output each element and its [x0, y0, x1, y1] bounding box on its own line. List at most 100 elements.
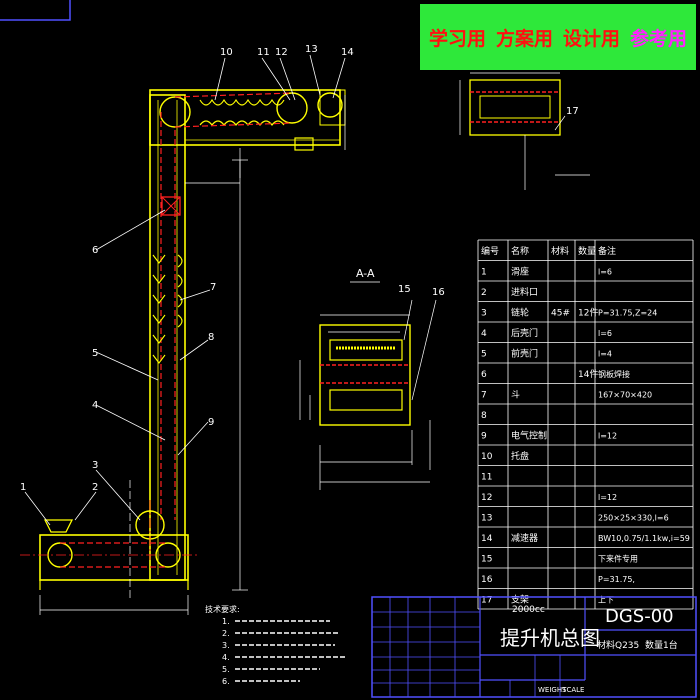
boot-housing — [39, 534, 189, 581]
section-casing — [319, 324, 411, 426]
watermark-item: 学习用 — [428, 27, 486, 50]
callout-15: 15 — [398, 284, 411, 295]
detail-leader — [554, 115, 566, 131]
table-cell: 7 — [481, 391, 487, 401]
leader — [74, 491, 97, 521]
table-cell: 13 — [481, 514, 492, 524]
watermark-item: 设计用 — [563, 27, 621, 50]
material-label: 材料Q235 — [597, 639, 639, 651]
table-cell: 167×70×420 — [598, 391, 652, 400]
detail-dimensions — [459, 72, 590, 190]
section-view: A-A — [299, 267, 437, 490]
tensioner-cross — [161, 196, 181, 216]
table-header-cell: 编号 — [481, 245, 499, 257]
table-cell: BW10,0.75/1.1kw,i=59 — [598, 534, 690, 543]
feed-hopper — [43, 519, 74, 533]
table-header-cell: 材料 — [551, 245, 569, 257]
table-cell: 电气控制 — [511, 430, 547, 442]
top-return-buckets — [199, 120, 285, 126]
center-lines — [20, 500, 200, 560]
table-cell: l=6 — [598, 329, 612, 338]
table-cell: 15 — [481, 555, 492, 565]
detail-view — [459, 72, 590, 190]
table-cell: P=31.75,Z=24 — [598, 309, 657, 318]
table-cell: 进料口 — [511, 286, 538, 298]
callout-5: 5 — [92, 348, 98, 359]
technical-notes: 技术要求: 1. 2. 3. 4. 5. 6. — [205, 604, 345, 686]
callout-3: 3 — [92, 460, 98, 471]
section-bucket-upper — [329, 339, 403, 361]
table-cell: l=12 — [598, 493, 617, 502]
table-cell: l=4 — [598, 350, 612, 359]
top-housing — [149, 89, 341, 146]
section-title: A-A — [356, 267, 375, 280]
sheet-corner — [0, 0, 71, 21]
vertical-return-buckets — [177, 254, 183, 328]
watermark-banner: 学习用 方案用 设计用 参考用 — [420, 4, 696, 70]
note-line: 3. — [222, 641, 230, 650]
watermark-item: 参考用 — [630, 27, 688, 50]
drive-motor — [317, 92, 343, 118]
table-cell: 斗 — [511, 390, 520, 401]
callout-8: 8 — [208, 332, 214, 343]
table-cell: 前壳门 — [511, 348, 538, 360]
table-cell: P=31.75, — [598, 575, 635, 584]
callout-1: 1 — [20, 482, 26, 493]
table-cell: 250×25×330,l=6 — [598, 514, 669, 523]
note-scribbles — [235, 620, 345, 682]
table-header-cell: 名称 — [511, 245, 529, 257]
table-cell: 8 — [481, 411, 487, 421]
leader — [95, 209, 166, 251]
table-cell: 14 — [481, 534, 493, 544]
leader — [332, 57, 346, 99]
table-cell: 上下 — [598, 596, 614, 605]
leader — [95, 469, 141, 521]
section-bucket-lower — [329, 389, 403, 411]
table-cell: l=6 — [598, 268, 612, 277]
table-cell: 托盘 — [511, 450, 529, 462]
drawing-title: 提升机总图 — [500, 626, 600, 650]
watermark-item: 方案用 — [495, 27, 553, 50]
table-cell: 45# — [551, 309, 570, 319]
callout-4: 4 — [92, 400, 98, 411]
title-block: 2000cc 提升机总图 DGS-00 材料Q235 数量1台 WEIGHT S… — [371, 596, 697, 698]
note-line: 4. — [222, 653, 230, 662]
callout-9: 9 — [208, 417, 214, 428]
vertical-buckets — [152, 254, 166, 364]
leader — [214, 57, 226, 101]
table-cell: 9 — [481, 432, 487, 442]
detail-bucket — [479, 95, 551, 119]
callout-2: 2 — [92, 482, 98, 493]
note-line: 5. — [222, 665, 230, 674]
callout-12: 12 — [275, 47, 288, 58]
table-cell: l=12 — [598, 432, 617, 441]
section-leader — [411, 299, 437, 401]
dimension-lines — [39, 95, 346, 615]
table-cell: 17 — [481, 596, 492, 606]
top-chain — [174, 122, 293, 128]
table-cell: 16 — [481, 575, 493, 585]
callout-17: 17 — [566, 106, 579, 117]
top-right-sprocket — [276, 92, 308, 124]
table-header-cell: 数量 — [578, 245, 596, 257]
callout-10: 10 — [220, 47, 233, 58]
table-cell: 10 — [481, 452, 493, 462]
section-dimensions — [299, 299, 437, 490]
leader — [309, 54, 321, 96]
table-cell: 下来件专用 — [598, 554, 638, 564]
table-header-cell: 备注 — [598, 245, 616, 257]
section-leader — [403, 299, 413, 341]
project-code: 2000cc — [512, 605, 545, 615]
table-cell: 4 — [481, 329, 487, 339]
top-chain — [174, 92, 293, 98]
note-line: 6. — [222, 677, 230, 686]
notes-heading: 技术要求: — [205, 604, 240, 614]
quantity-label: 数量1台 — [645, 639, 678, 651]
table-cell: 链轮 — [511, 307, 529, 319]
leader — [279, 57, 296, 101]
detail-casing — [469, 79, 561, 136]
title-block-border — [371, 596, 697, 698]
table-cell: 12件 — [578, 307, 598, 319]
